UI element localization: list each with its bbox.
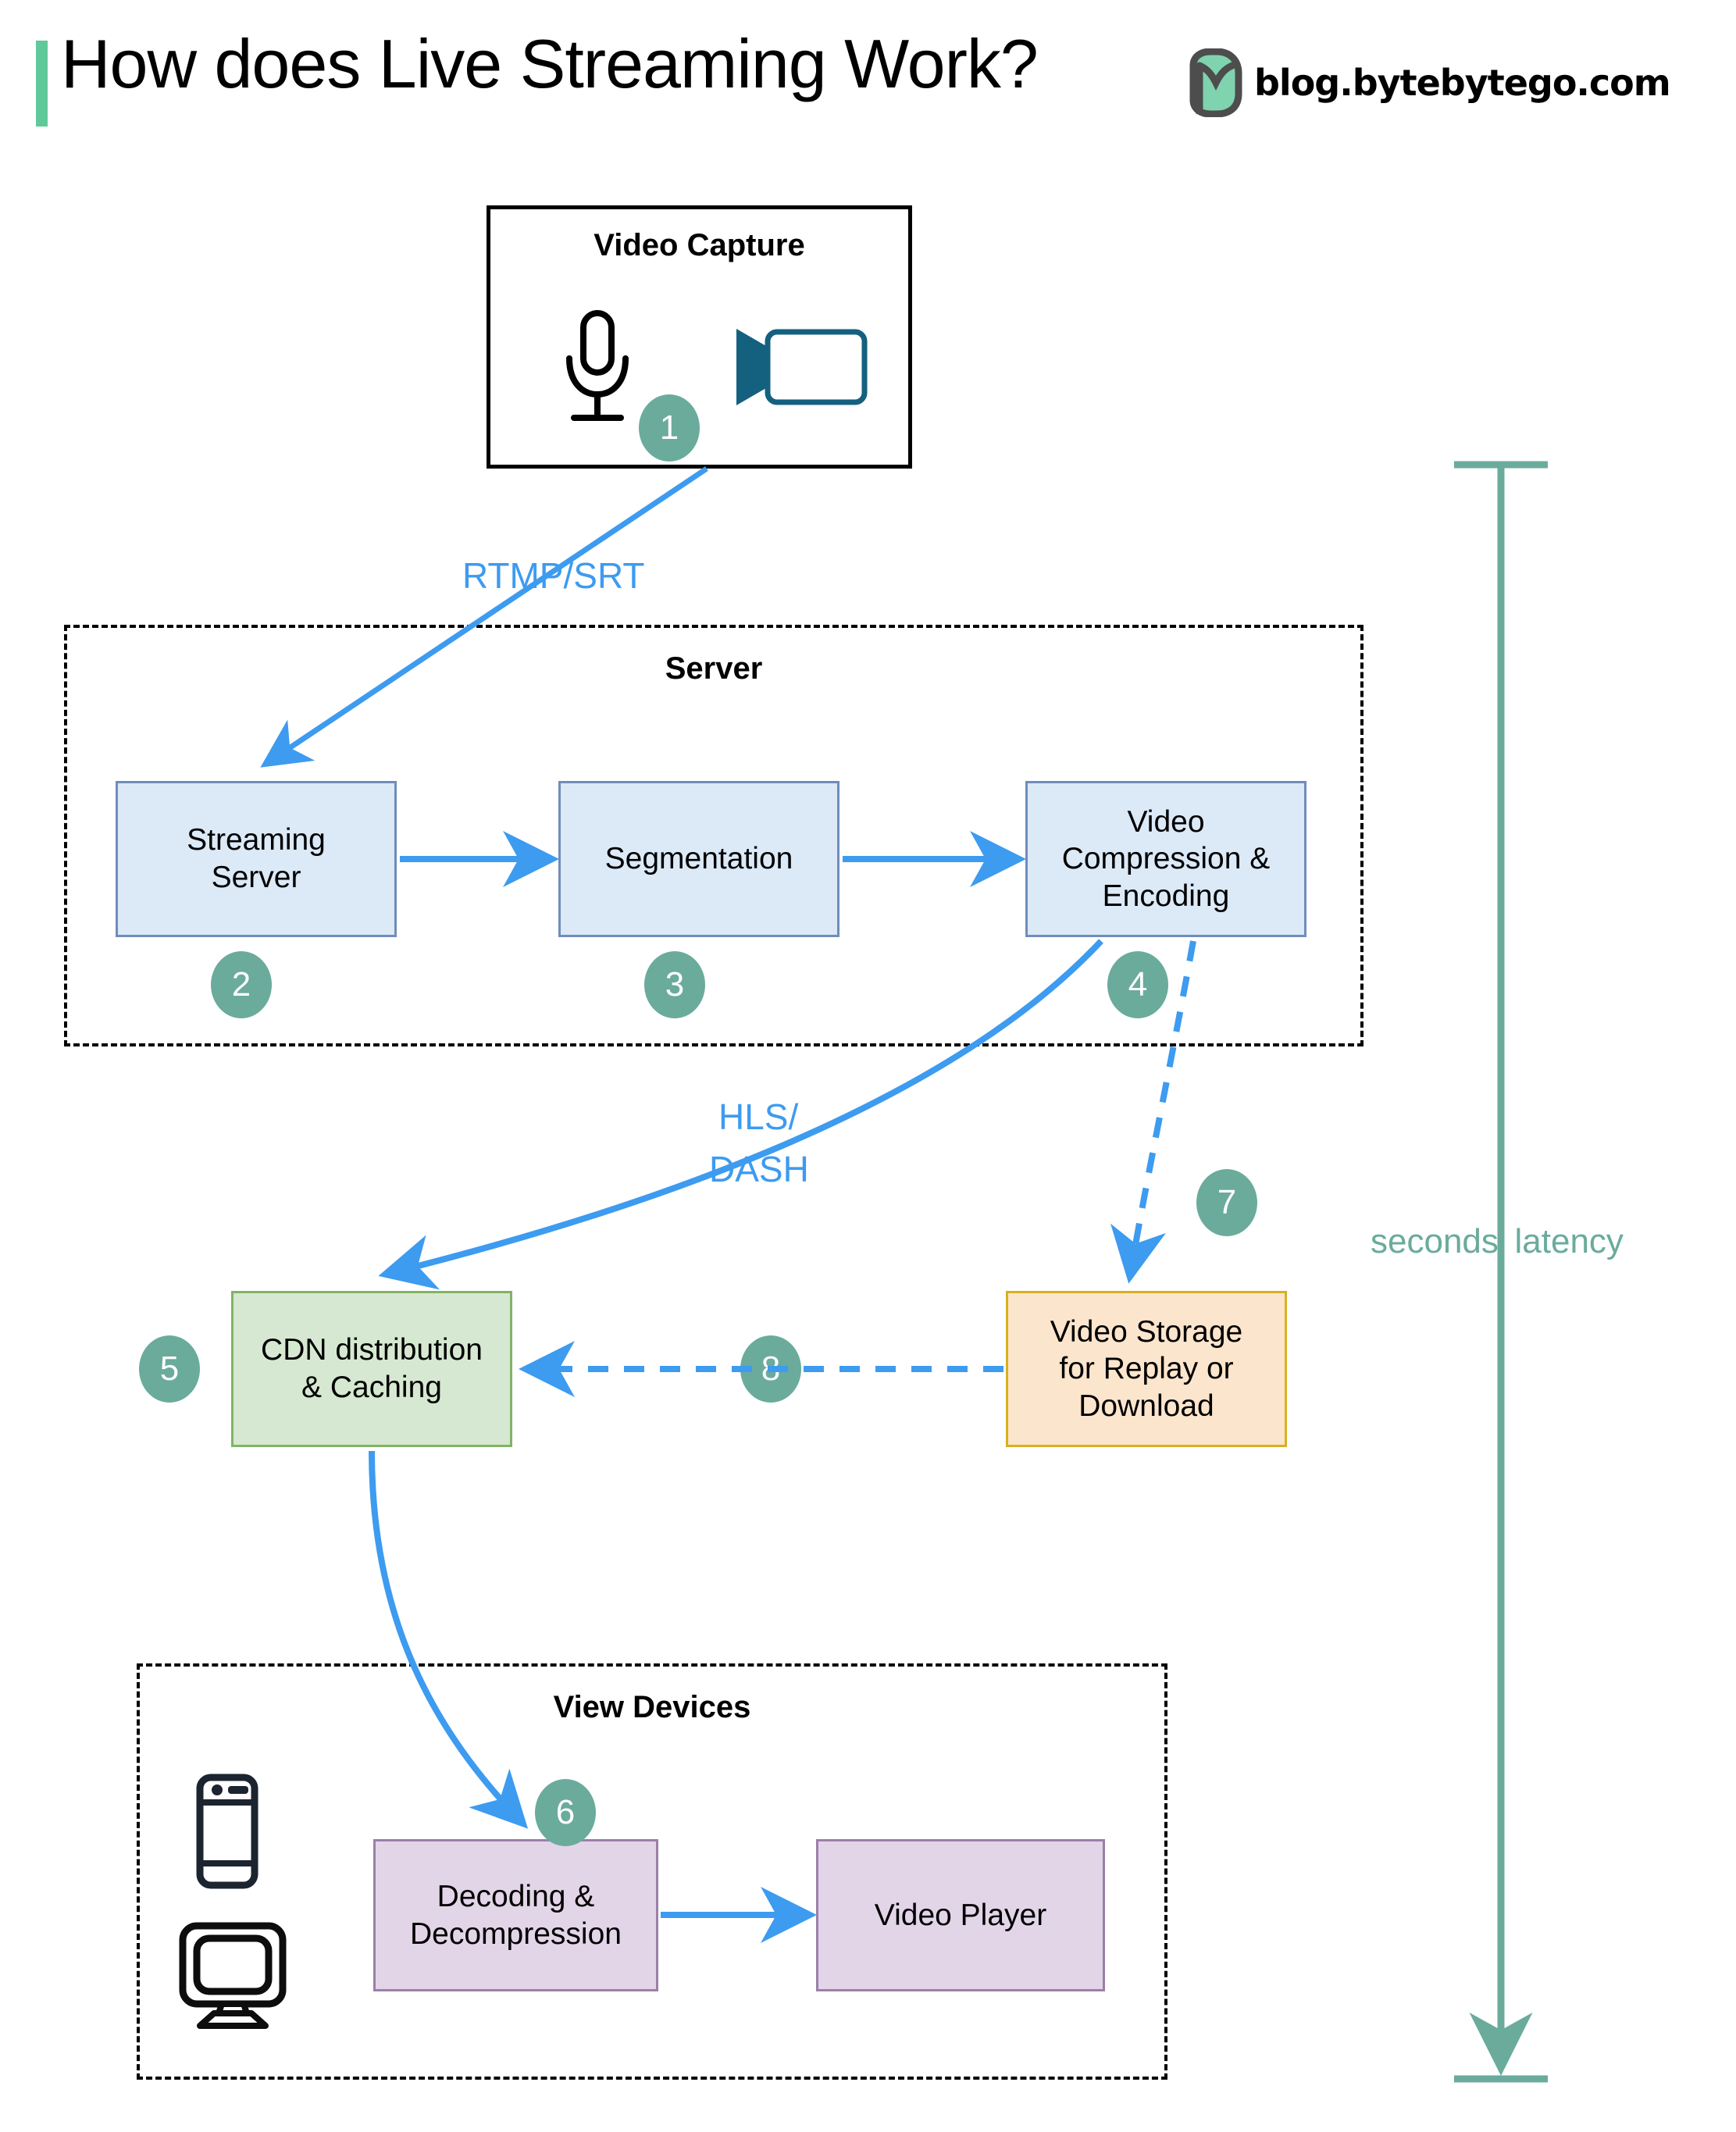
node-streaming-server-line1: Streaming — [187, 823, 326, 857]
step-badge-8: 8 — [740, 1335, 801, 1403]
step-badge-3: 3 — [644, 951, 705, 1018]
brand-watermark: blog.bytebytego.com — [1187, 48, 1671, 118]
view-devices-title: View Devices — [553, 1690, 751, 1724]
bytebytego-logo-icon — [1187, 48, 1245, 118]
page-title: How does Live Streaming Work? — [61, 25, 1039, 102]
step-badge-6: 6 — [535, 1779, 596, 1846]
step-badge-1: 1 — [639, 394, 700, 462]
brand-url-text: blog.bytebytego.com — [1254, 62, 1671, 104]
step-badge-4: 4 — [1107, 951, 1168, 1018]
node-streaming-server-line2: Server — [211, 861, 301, 894]
node-streaming-server[interactable]: Streaming Server — [116, 781, 397, 937]
node-video-encoding[interactable]: Video Compression & Encoding — [1025, 781, 1306, 937]
node-segmentation[interactable]: Segmentation — [558, 781, 839, 937]
video-capture-title: Video Capture — [594, 228, 805, 262]
monitor-icon — [178, 1921, 287, 2034]
microphone-icon — [551, 307, 644, 436]
node-video-encoding-line3: Encoding — [1102, 879, 1230, 913]
node-cdn-line2: & Caching — [301, 1371, 442, 1404]
node-decoding-line2: Decompression — [410, 1916, 622, 1951]
smartphone-icon — [195, 1773, 259, 1894]
step-badge-7: 7 — [1196, 1169, 1257, 1236]
flow-label-hls-line1: HLS/ — [718, 1096, 799, 1137]
node-video-storage-line1: Video Storage — [1050, 1314, 1243, 1349]
node-decoding[interactable]: Decoding & Decompression — [373, 1839, 658, 1991]
step-badge-5: 5 — [139, 1335, 200, 1403]
node-video-storage-line3: Download — [1078, 1389, 1214, 1423]
node-decoding-line1: Decoding & — [437, 1879, 595, 1913]
node-cdn-line1: CDN distribution — [261, 1333, 483, 1367]
node-video-player[interactable]: Video Player — [816, 1839, 1105, 1991]
node-video-player-label: Video Player — [874, 1898, 1047, 1932]
view-devices-group: View Devices — [137, 1663, 1167, 2080]
title-accent-bar — [36, 41, 48, 127]
video-camera-icon — [722, 324, 871, 414]
node-segmentation-label: Segmentation — [604, 842, 793, 876]
node-video-storage-line2: for Replay or — [1059, 1352, 1234, 1386]
flow-label-rtmp-srt: RTMP/SRT — [462, 555, 645, 596]
flow-label-hls-line2: DASH — [709, 1149, 809, 1189]
latency-label: seconds' latency — [1371, 1222, 1624, 1260]
server-title: Server — [665, 651, 763, 686]
node-video-encoding-line1: Video — [1127, 804, 1205, 839]
node-cdn[interactable]: CDN distribution & Caching — [231, 1291, 512, 1447]
node-video-storage[interactable]: Video Storage for Replay or Download — [1006, 1291, 1287, 1447]
step-badge-2: 2 — [211, 951, 272, 1018]
node-video-encoding-line2: Compression & — [1061, 842, 1271, 876]
